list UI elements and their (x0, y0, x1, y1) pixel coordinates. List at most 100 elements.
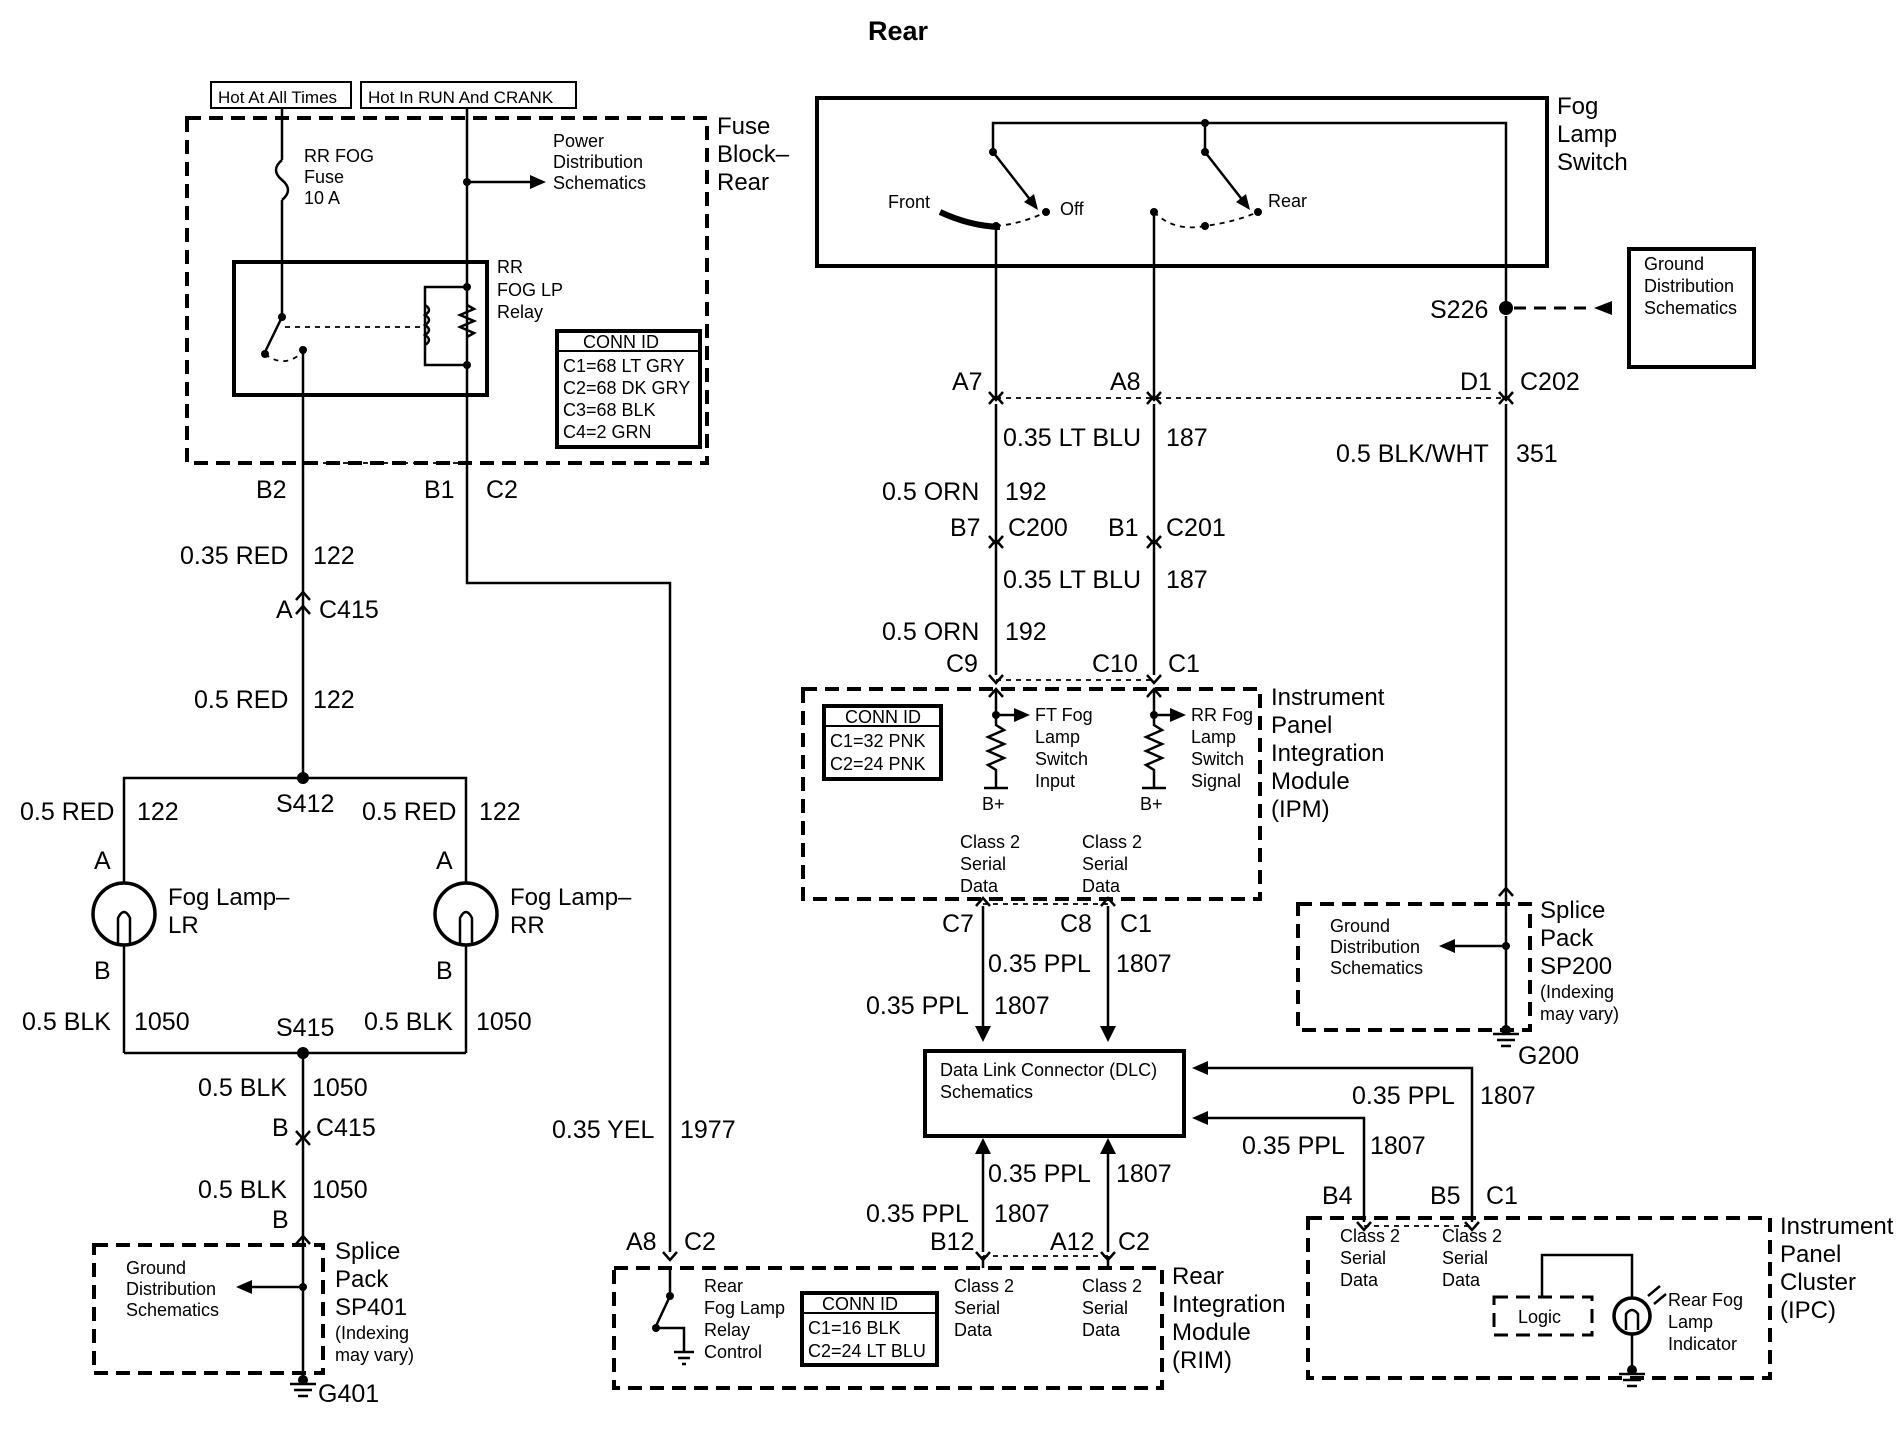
blu-mid-circuit: 187 (1166, 566, 1208, 594)
ipc-class2-left: Class 2 Serial Data (1340, 1226, 1405, 1290)
orn-top-color: 0.5 ORN (882, 478, 979, 506)
ipm-pin-c7: C7 (942, 910, 974, 938)
switch-front-label: Front (888, 192, 930, 212)
blu-top-color: 0.35 LT BLU (1003, 424, 1141, 452)
ipm-pin-c9: C9 (946, 650, 978, 678)
ipm-conn-id-list: C1=32 PNK C2=24 PNK (830, 731, 931, 774)
g401-label: G401 (318, 1380, 379, 1408)
wire-red-035-circuit: 122 (313, 542, 355, 570)
ipc-logic-label: Logic (1518, 1307, 1561, 1327)
connector-c415-top (295, 590, 311, 615)
power-distribution-label: Power Distribution Schematics (553, 131, 648, 193)
ipm-ft-input: FT Fog Lamp Switch Input (1035, 705, 1098, 791)
ipc-conn-c1: C1 (1486, 1182, 1518, 1210)
fog-lamp-lr-filament (116, 910, 132, 945)
relay-resistor (456, 303, 478, 339)
ipc-ppl-bottom-color: 0.35 PPL (1242, 1132, 1345, 1160)
left-harness: B2 B1 C2 0.35 RED 122 A C415 0.5 RED 122… (20, 463, 736, 1408)
ipm-b-plus-right: B+ (1140, 794, 1163, 814)
ipc-ppl-top-color: 0.35 PPL (1352, 1082, 1455, 1110)
ipc-pin-b5: B5 (1430, 1182, 1461, 1210)
ipm-ppl-left-circuit: 1807 (994, 992, 1050, 1020)
fog-lamp-switch: Fog Lamp Switch Front Off Rear S226 Grou… (815, 93, 1756, 888)
ipm-class2-left: Class 2 Serial Data (960, 832, 1025, 896)
rim-ppl-left-color: 0.35 PPL (866, 1200, 969, 1228)
blk-low-color: 0.5 BLK (198, 1176, 287, 1204)
ipc-ppl-top-circuit: 1807 (1480, 1082, 1536, 1110)
sp401-pin: B (272, 1206, 289, 1234)
connector-c415-bottom (295, 1130, 311, 1146)
switch-pin-d1: D1 (1460, 368, 1492, 396)
rim-conn-id (800, 1291, 939, 1367)
rr-wire-circuit: 122 (479, 798, 521, 826)
supply-hot-run-crank: Hot In RUN And CRANK (360, 81, 577, 109)
c415-bottom-pin: B (272, 1114, 289, 1142)
blk-wht-color: 0.5 BLK/WHT (1336, 440, 1489, 468)
lamp-rr-pin-b: B (436, 957, 453, 985)
fog-lamp-lr-bulb (91, 881, 157, 947)
fuse-conn-id-title: CONN ID (583, 332, 659, 352)
sp401-note: (Indexing may vary) (335, 1323, 414, 1365)
rim-ppl-left-circuit: 1807 (994, 1200, 1050, 1228)
ipm-pin-c8: C8 (1060, 910, 1092, 938)
ipc-logic-box (1492, 1295, 1594, 1337)
rim-pin-b12: B12 (930, 1228, 974, 1256)
dlc-label: Data Link Connector (DLC) Schematics (940, 1060, 1162, 1102)
c415-bottom-conn: C415 (316, 1114, 376, 1142)
ipc-pin-b4: B4 (1322, 1182, 1353, 1210)
s226-label: S226 (1430, 296, 1488, 324)
switch-conn-c202: C202 (1520, 368, 1580, 396)
switch-pin-a7: A7 (952, 368, 983, 396)
instrument-panel-integration-module: C9 C10 C1 Instrument Panel Integration M… (801, 650, 1385, 1042)
rim-conn-id-title: CONN ID (822, 1294, 898, 1314)
rr-wire-color: 0.5 RED (362, 798, 456, 826)
pin-b1: B1 (424, 476, 455, 504)
splice-pack-sp401 (92, 1243, 325, 1375)
relay-coil (422, 303, 431, 347)
s412-label: S412 (276, 790, 334, 818)
ipm-rr-signal: RR Fog Lamp Switch Signal (1191, 705, 1258, 791)
ipm-class2-right: Class 2 Serial Data (1082, 832, 1147, 896)
lr-blk-circuit: 1050 (134, 1008, 190, 1036)
blu-mid-color: 0.35 LT BLU (1003, 566, 1141, 594)
fuse-block-conn-id (555, 329, 702, 449)
ipc-ppl-bottom-circuit: 1807 (1370, 1132, 1426, 1160)
fog-lamp-rr-label: Fog Lamp– RR (510, 884, 638, 939)
rim-ppl-right-circuit: 1807 (1116, 1160, 1172, 1188)
data-link-connector: Data Link Connector (DLC) Schematics (923, 1049, 1186, 1138)
sp401-ground-dist: Ground Distribution Schematics (126, 1258, 221, 1320)
fuse-conn-id-list: C1=68 LT GRY C2=68 DK GRY C3=68 BLK C4=2… (563, 356, 695, 442)
ipm-conn-c1-bottom: C1 (1120, 910, 1152, 938)
s415-label: S415 (276, 1014, 334, 1042)
ipc-class2-right: Class 2 Serial Data (1442, 1226, 1507, 1290)
sp200-note: (Indexing may vary) (1540, 982, 1619, 1024)
fog-lamp-lr-label: Fog Lamp– LR (168, 884, 296, 939)
rr-blk-circuit: 1050 (476, 1008, 532, 1036)
pin-b1-c201: B1 (1108, 514, 1139, 542)
c415-top-conn: C415 (319, 596, 379, 624)
lr-wire-circuit: 122 (137, 798, 179, 826)
ipm-ppl-mid-circuit: 1807 (1116, 950, 1172, 978)
conn-c2: C2 (486, 476, 518, 504)
fog-lamp-rr-bulb (433, 881, 499, 947)
blk-mid-circuit: 1050 (312, 1074, 368, 1102)
blu-top-circuit: 187 (1166, 424, 1208, 452)
diagram-title: Rear (868, 16, 929, 46)
rim-class2-right: Class 2 Serial Data (1082, 1276, 1147, 1340)
switch-off-label: Off (1060, 199, 1085, 219)
sp200-name: Splice Pack SP200 (1540, 897, 1612, 980)
wire-red-035-color: 0.35 RED (180, 542, 288, 570)
instrument-panel-cluster: 0.35 PPL 1807 0.35 PPL 1807 B4 B5 C1 Ins… (1192, 1061, 1894, 1388)
switch-pin-a8: A8 (1110, 368, 1141, 396)
lamp-lr-pin-b: B (94, 957, 111, 985)
orn-mid-circuit: 192 (1005, 618, 1047, 646)
rim-name: Rear Integration Module (RIM) (1172, 1263, 1292, 1374)
fuse-block-rear: Fuse Block– Rear RR FOG Fuse 10 A Power … (185, 108, 790, 465)
blk-wht-circuit: 351 (1516, 440, 1558, 468)
wire-red-05-circuit: 122 (313, 686, 355, 714)
blk-mid-color: 0.5 BLK (198, 1074, 287, 1102)
indicator-light-rays (1647, 1285, 1667, 1305)
c415-top-pin: A (276, 596, 293, 624)
ipc-indicator-label: Rear Fog Lamp Indicator (1668, 1290, 1748, 1354)
